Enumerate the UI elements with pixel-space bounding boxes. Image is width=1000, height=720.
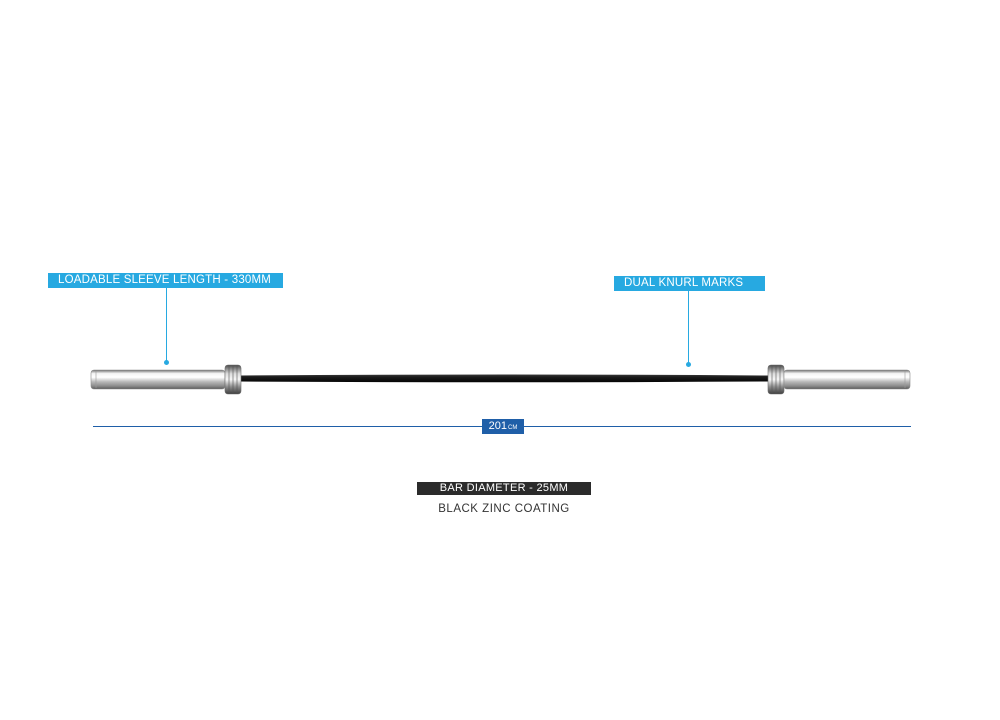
knurl-marks-label: DUAL KNURL MARKS [614, 276, 765, 291]
left-sleeve [90, 369, 226, 390]
coating-label: BLACK ZINC COATING [438, 503, 570, 515]
sleeve-leader-line [166, 288, 167, 362]
knurl-leader-line [688, 291, 689, 364]
sleeve-length-label: LOADABLE SLEEVE LENGTH - 330MM [48, 273, 283, 288]
length-unit: CM [508, 425, 518, 431]
bar-shaft [240, 374, 770, 383]
bar-diameter-label: BAR DIAMETER - 25MM [417, 482, 591, 495]
sleeve-leader-dot [164, 360, 169, 365]
length-badge: 201CM [482, 419, 524, 434]
right-sleeve [783, 369, 911, 390]
knurl-leader-dot [686, 362, 691, 367]
length-value: 201 [488, 420, 507, 432]
